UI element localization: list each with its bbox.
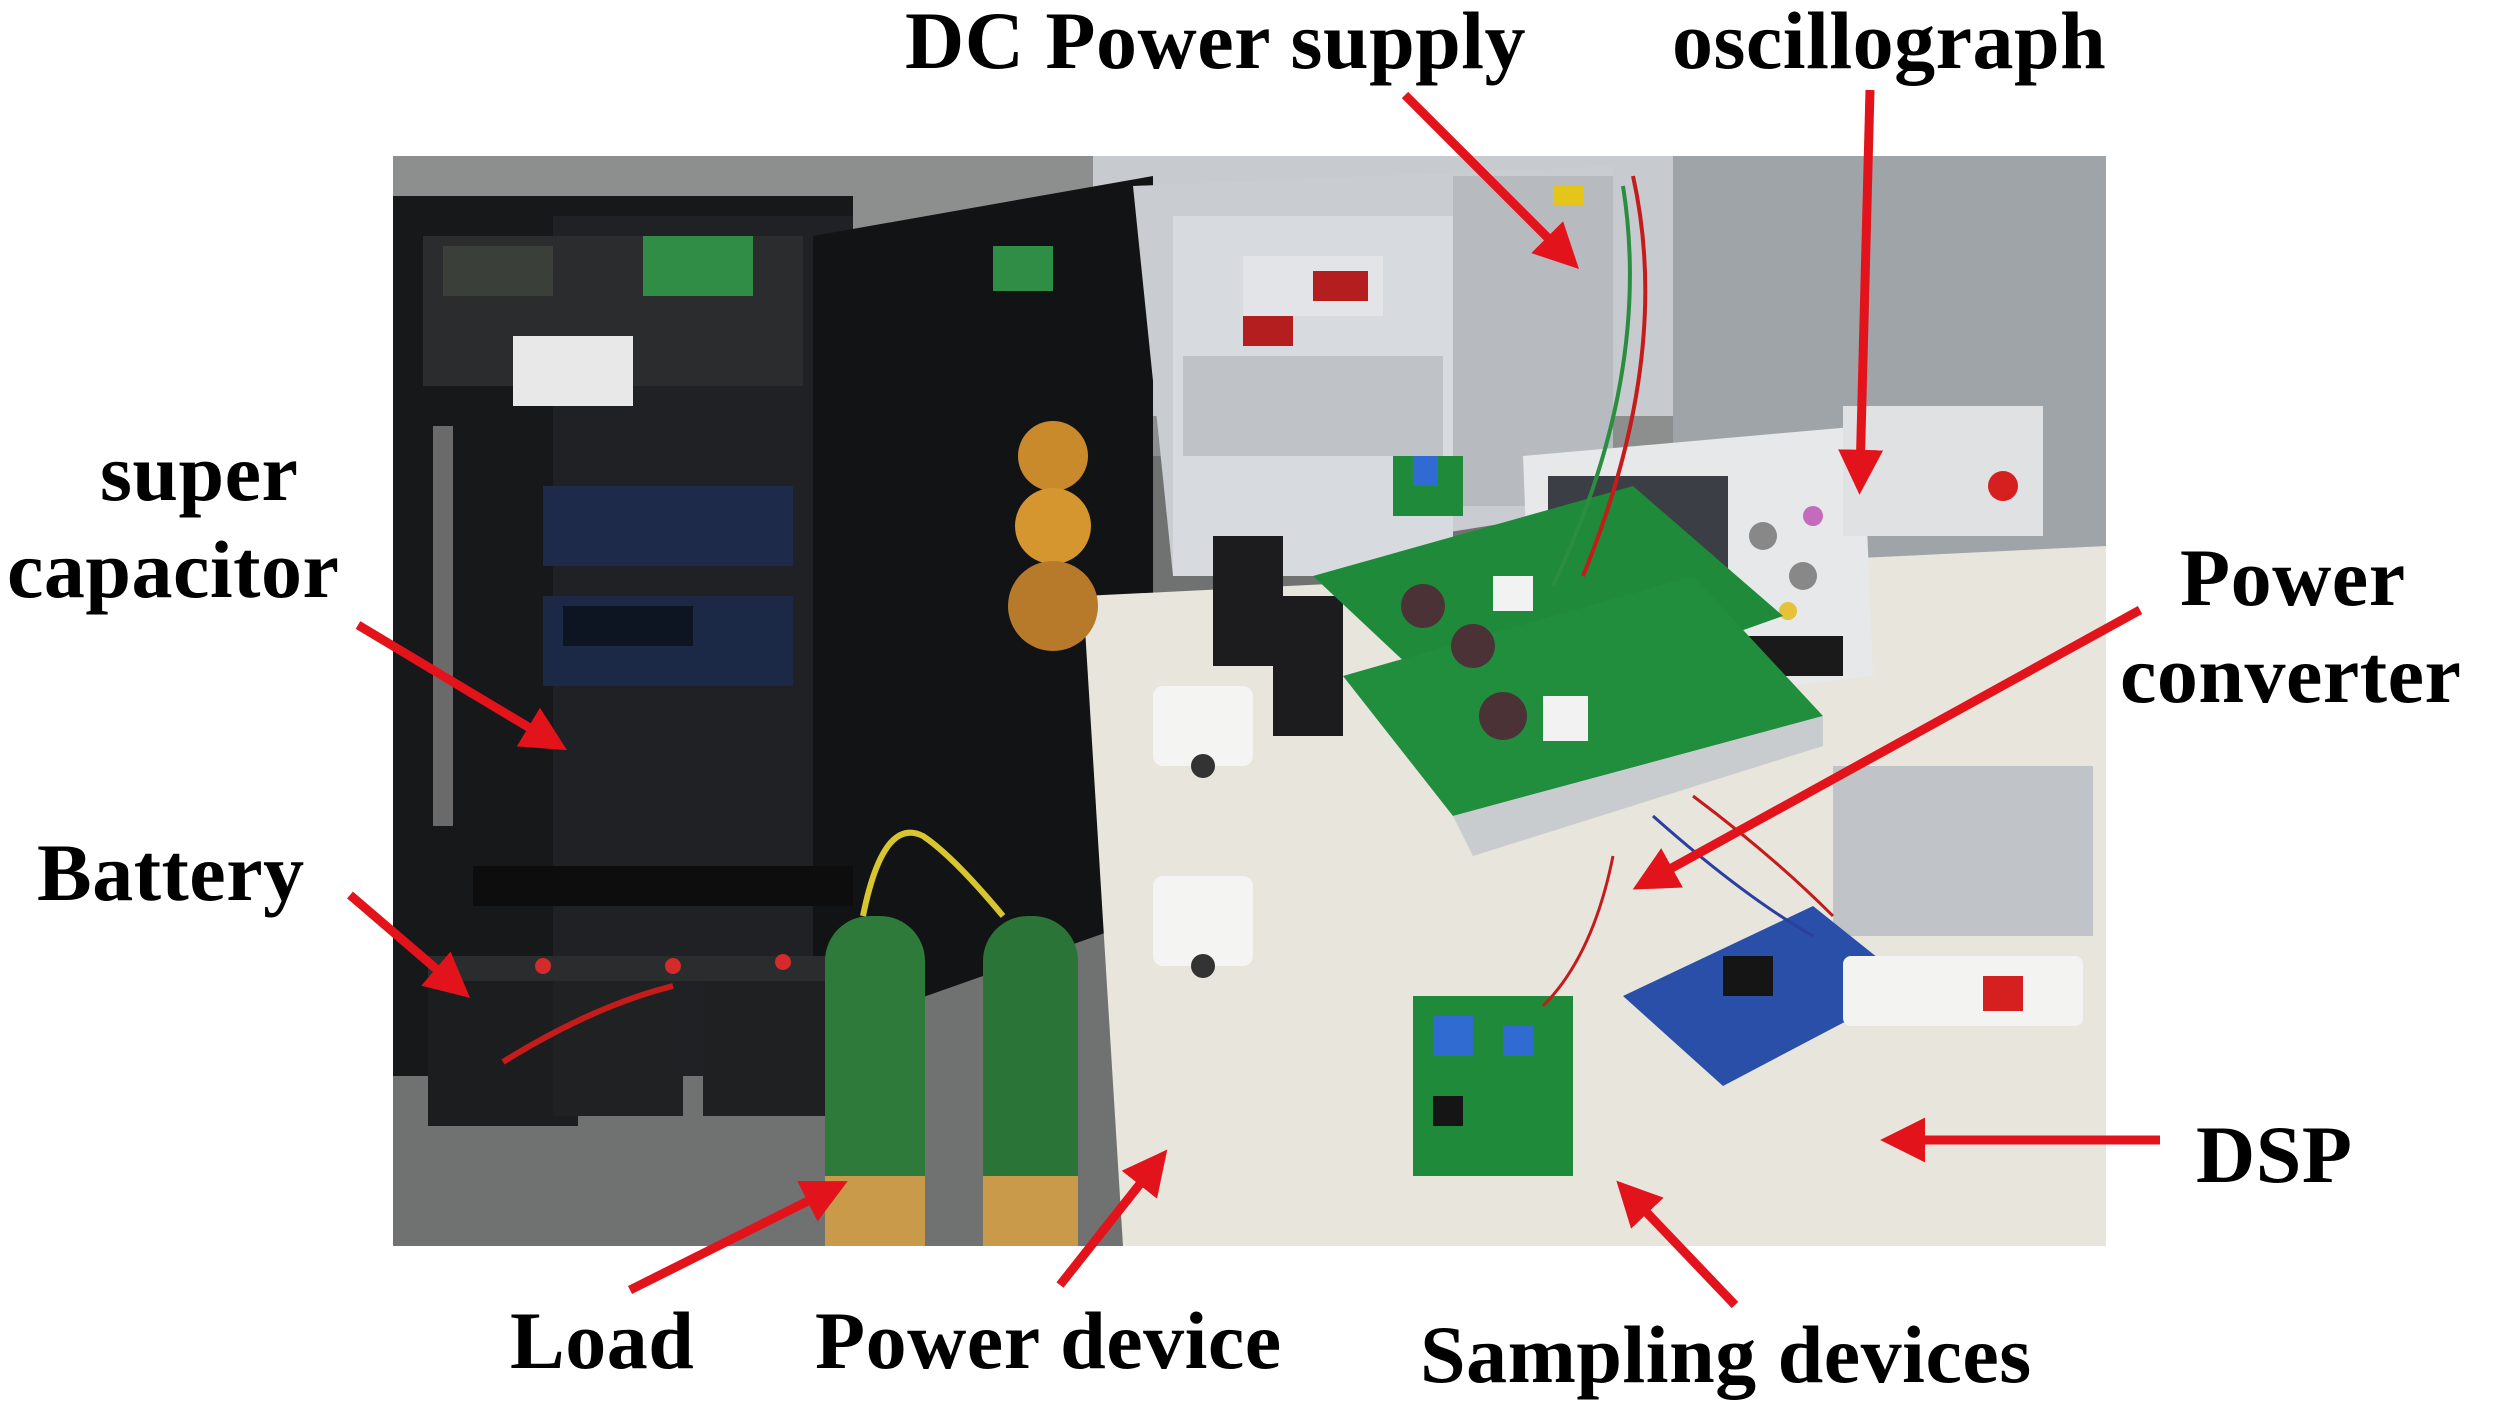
label-sampling-devices: Sampling devices	[1420, 1309, 2032, 1400]
label-power-converter-line2: converter	[2120, 628, 2462, 720]
label-super-capacitor: super capacitor	[7, 425, 339, 619]
label-power-converter: Power converter	[2120, 530, 2461, 724]
load-resistors	[825, 829, 1078, 1246]
sampling-board	[1413, 996, 1573, 1176]
label-battery: Battery	[37, 827, 305, 918]
label-load: Load	[510, 1295, 695, 1386]
label-dc-power-supply: DC Power supply	[905, 0, 1527, 86]
photo-illustration	[393, 156, 2106, 1246]
label-super-capacitor-line1: super	[100, 427, 299, 518]
label-super-capacitor-line2: capacitor	[7, 523, 340, 615]
batteries	[428, 954, 838, 1126]
label-dsp: DSP	[2196, 1109, 2353, 1200]
label-power-converter-line1: Power	[2180, 532, 2406, 623]
label-oscillograph: oscillograph	[1672, 0, 2107, 86]
breaker-panel	[1843, 406, 2043, 536]
lab-setup-photo	[393, 156, 2106, 1246]
power-strip	[1843, 956, 2083, 1026]
power-devices	[1008, 421, 1343, 978]
label-power-device: Power device	[815, 1295, 1282, 1386]
psu-box	[1833, 766, 2093, 936]
